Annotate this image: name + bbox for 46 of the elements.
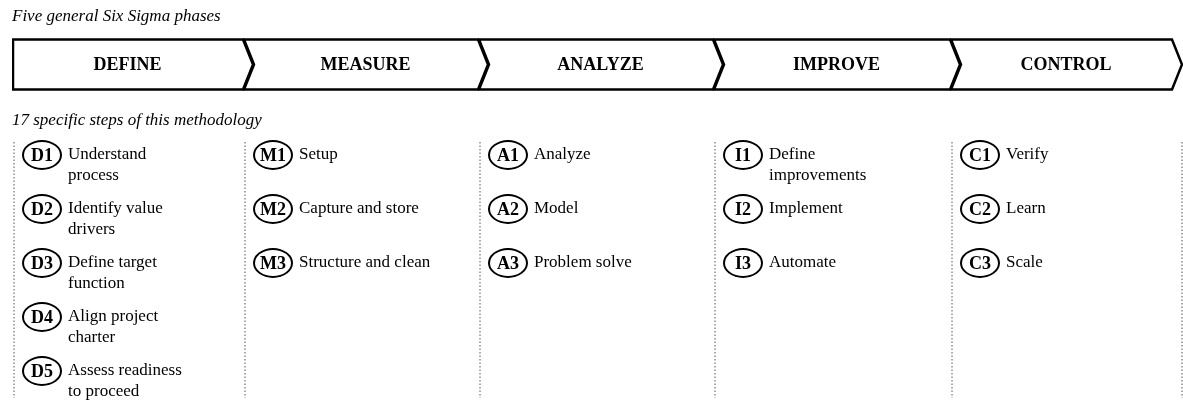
phase-segment bbox=[713, 38, 962, 91]
step-number: C3 bbox=[960, 248, 1000, 278]
step-description: Define target function bbox=[68, 251, 158, 293]
step-description: Setup bbox=[299, 143, 339, 164]
step-description: Scale bbox=[1006, 251, 1044, 272]
step-description: Define improvements bbox=[769, 143, 868, 185]
phase-label: CONTROL bbox=[1019, 53, 1113, 76]
step-number: I1 bbox=[723, 140, 763, 170]
step-number: M2 bbox=[253, 194, 293, 224]
step-description: Analyze bbox=[534, 143, 592, 164]
step-description: Assess readiness to proceed bbox=[68, 359, 183, 401]
step-number: I3 bbox=[723, 248, 763, 278]
phase-label: DEFINE bbox=[92, 53, 163, 76]
step-description: Learn bbox=[1006, 197, 1047, 218]
phase-segment bbox=[243, 38, 490, 91]
step-description: Verify bbox=[1006, 143, 1050, 164]
phase-label: ANALYZE bbox=[556, 53, 645, 76]
step-number: C1 bbox=[960, 140, 1000, 170]
step-number: I2 bbox=[723, 194, 763, 224]
step-number: D4 bbox=[22, 302, 62, 332]
section-heading: 17 specific steps of this methodology bbox=[12, 110, 262, 130]
step-number: A2 bbox=[488, 194, 528, 224]
phase-label: MEASURE bbox=[319, 53, 412, 76]
step-description: Capture and store bbox=[299, 197, 420, 218]
phase-segment bbox=[478, 38, 725, 91]
step-number: C2 bbox=[960, 194, 1000, 224]
step-number: M1 bbox=[253, 140, 293, 170]
phase-label: IMPROVE bbox=[792, 53, 881, 76]
step-description: Automate bbox=[769, 251, 838, 272]
step-description: Problem solve bbox=[534, 251, 633, 272]
step-description: Implement bbox=[769, 197, 844, 218]
phase-segment bbox=[950, 38, 1183, 91]
step-description: Understand process bbox=[68, 143, 148, 185]
step-number: D3 bbox=[22, 248, 62, 278]
step-number: M3 bbox=[253, 248, 293, 278]
step-number: D1 bbox=[22, 140, 62, 170]
step-description: Model bbox=[534, 197, 580, 218]
phase-segment bbox=[12, 38, 255, 91]
step-description: Identify value drivers bbox=[68, 197, 164, 239]
step-number: A3 bbox=[488, 248, 528, 278]
step-description: Align project charter bbox=[68, 305, 160, 347]
step-number: A1 bbox=[488, 140, 528, 170]
step-number: D5 bbox=[22, 356, 62, 386]
step-number: D2 bbox=[22, 194, 62, 224]
step-description: Structure and clean bbox=[299, 251, 432, 272]
diagram-title: Five general Six Sigma phases bbox=[12, 6, 221, 26]
